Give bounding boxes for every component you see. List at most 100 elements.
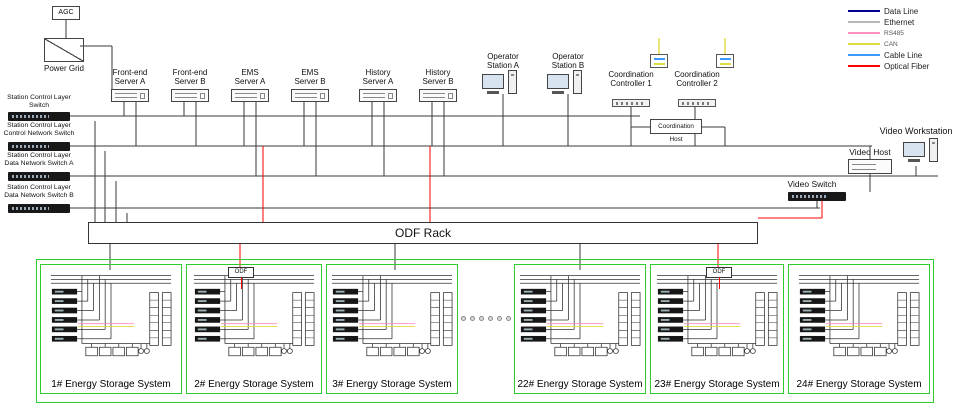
power-grid-transformer-icon (44, 38, 84, 62)
ess-label: 3# Energy Storage System (332, 379, 452, 390)
monitor-icon (903, 142, 925, 157)
server-port-icon (388, 93, 393, 99)
server-icon (291, 89, 329, 102)
dot-icon (461, 316, 466, 321)
ess-label: 23# Energy Storage System (654, 379, 780, 390)
server-icon (111, 89, 149, 102)
legend-item: Ethernet (848, 17, 966, 27)
legend-line-swatch (848, 43, 880, 45)
video-switch-label: Video Switch (787, 179, 837, 189)
legend-item: Cable Line (848, 50, 966, 60)
monitor-icon (482, 74, 504, 89)
ess-ellipsis-dots (461, 316, 511, 321)
controller-device-icon (678, 99, 716, 107)
dot-icon (470, 316, 475, 321)
legend-item: Data Line (848, 6, 966, 16)
server-port-icon (320, 93, 325, 99)
coordination-controller-label: Coordination Controller 1 (608, 70, 654, 89)
server-port-icon (140, 93, 145, 99)
legend-line-swatch (848, 21, 880, 23)
coordination-controller-label: Coordination Controller 2 (674, 70, 720, 89)
ess-box: ODF 23# Energy Storage System (650, 264, 784, 394)
server-label: History Server A (362, 68, 394, 87)
station-switch-label: Station Control Layer Switch (7, 94, 71, 110)
legend-line-swatch (848, 54, 880, 56)
server-port-icon (260, 93, 265, 99)
ess-box: 1# Energy Storage System (40, 264, 182, 394)
legend-label: Ethernet (884, 17, 915, 27)
server-icon (171, 89, 209, 102)
server-label: Front-end Server B (172, 68, 208, 87)
can-lines (658, 38, 726, 54)
mini-odf-box: ODF (228, 267, 254, 289)
station-switch-bar (8, 204, 70, 213)
ess-label: 2# Energy Storage System (194, 379, 314, 390)
server-port-icon (200, 93, 205, 99)
ess-mini-diagram (192, 270, 316, 368)
ess-mini-diagram (330, 270, 454, 368)
legend-label: RS485 (884, 29, 904, 37)
computer-tower-icon (508, 70, 517, 94)
video-switch-bar (788, 192, 846, 201)
server-label: EMS Server A (234, 68, 266, 87)
coordination-host-box: Coordination Host (650, 119, 702, 143)
monitor-icon (547, 74, 569, 89)
operator-station-label: Operator Station A (486, 52, 520, 71)
ess-box: 22# Energy Storage System (514, 264, 646, 394)
video-host-icon (848, 159, 892, 174)
legend-line-swatch (848, 10, 880, 12)
ess-label: 1# Energy Storage System (51, 379, 171, 390)
ess-mini-diagram (49, 270, 173, 368)
power-grid-label: Power Grid (43, 64, 84, 73)
ess-label: 22# Energy Storage System (517, 379, 643, 390)
ess-mini-diagram (655, 270, 779, 368)
dot-icon (479, 316, 484, 321)
station-switch-bar (8, 112, 70, 121)
server-port-icon (448, 93, 453, 99)
ess-mini-diagram (797, 270, 921, 368)
legend: Data Line Ethernet RS485 CAN Cable Line … (848, 6, 966, 72)
server-label: EMS Server B (294, 68, 326, 87)
legend-line-swatch (848, 32, 880, 34)
legend-line-swatch (848, 65, 880, 67)
legend-item: CAN (848, 39, 966, 49)
odf-rack: ODF Rack (88, 222, 758, 244)
station-switch-label: Station Control Layer Data Network Switc… (4, 152, 74, 168)
server-label: History Server B (422, 68, 454, 87)
station-switch-label: Station Control Layer Data Network Switc… (4, 184, 74, 200)
computer-tower-icon (929, 138, 938, 162)
legend-label: CAN (884, 40, 898, 48)
operator-station-label: Operator Station B (551, 52, 585, 71)
legend-item: Optical Fiber (848, 61, 966, 71)
controller-device-icon (612, 99, 650, 107)
ess-box: 24# Energy Storage System (788, 264, 930, 394)
ess-mini-diagram (518, 270, 642, 368)
dot-icon (506, 316, 511, 321)
legend-label: Cable Line (884, 50, 923, 60)
protocol-converter-icon (716, 54, 734, 68)
video-host-label: Video Host (849, 147, 891, 157)
station-switch-bar (8, 142, 70, 151)
station-switch-label: Station Control Layer Control Network Sw… (3, 122, 75, 138)
ess-box: ODF 2# Energy Storage System (186, 264, 322, 394)
computer-tower-icon (573, 70, 582, 94)
dot-icon (497, 316, 502, 321)
server-icon (231, 89, 269, 102)
station-switch-bar (8, 172, 70, 181)
dot-icon (488, 316, 493, 321)
video-workstation-label: Video Workstation (879, 126, 953, 136)
server-icon (359, 89, 397, 102)
ess-box: 3# Energy Storage System (326, 264, 458, 394)
agc-box: AGC (52, 6, 80, 20)
optical-fiber-lines (239, 146, 823, 272)
mini-odf-box: ODF (706, 267, 732, 289)
server-label: Front-end Server A (112, 68, 148, 87)
legend-label: Optical Fiber (884, 61, 930, 71)
legend-label: Data Line (884, 6, 919, 16)
protocol-converter-icon (650, 54, 668, 68)
legend-item: RS485 (848, 28, 966, 38)
server-icon (419, 89, 457, 102)
ess-group-outline (36, 259, 934, 403)
